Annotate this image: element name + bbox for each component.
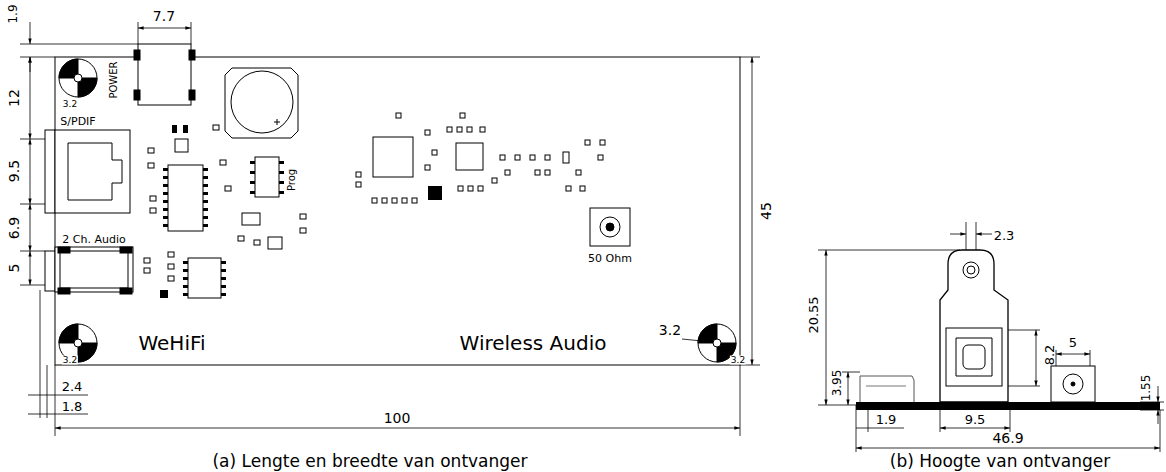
dimension-value: 3.95 — [831, 370, 843, 397]
dimension-value: 8.2 — [1043, 345, 1056, 366]
dimension-value: 20.55 — [807, 296, 820, 333]
hole-size: 3.2 — [62, 356, 78, 365]
dimension-value: 46.9 — [992, 431, 1023, 445]
component-label: S/PDIF — [60, 116, 95, 127]
dimension-value: 1.9 — [7, 4, 19, 23]
dimension-value: 12 — [7, 89, 21, 107]
figure-caption: (b) Hoogte van ontvanger — [890, 453, 1110, 470]
board-text: WeHiFi — [138, 333, 205, 353]
dimension-value: 2.3 — [994, 229, 1015, 242]
dimension-value: 5 — [7, 264, 21, 273]
callout-number: 3.2 — [659, 323, 681, 337]
figure-caption: (a) Lengte en breedte van ontvanger — [212, 453, 527, 470]
dimension-value: 2.4 — [62, 380, 83, 393]
dimension-value: 1.8 — [62, 400, 83, 413]
dimension-value: 9.5 — [965, 413, 986, 426]
dimension-value: 7.7 — [153, 9, 175, 23]
component-label: 2 Ch. Audio — [62, 234, 125, 245]
dimension-value: 45 — [759, 202, 773, 220]
component-label: Prog — [287, 169, 297, 191]
hole-size: 3.2 — [730, 356, 746, 365]
board-text: Wireless Audio — [460, 333, 607, 353]
dimension-value: 9.5 — [7, 160, 21, 182]
dimension-value: 100 — [384, 411, 411, 425]
dimension-value: 6.9 — [7, 217, 21, 239]
dimension-value: 5 — [1069, 336, 1077, 349]
hole-size: 3.2 — [62, 100, 78, 109]
component-label: 50 Ohm — [588, 253, 632, 264]
component-label: POWER — [109, 61, 119, 98]
dimension-value: 1.9 — [876, 413, 897, 426]
dimension-value: 1.55 — [1140, 375, 1152, 402]
